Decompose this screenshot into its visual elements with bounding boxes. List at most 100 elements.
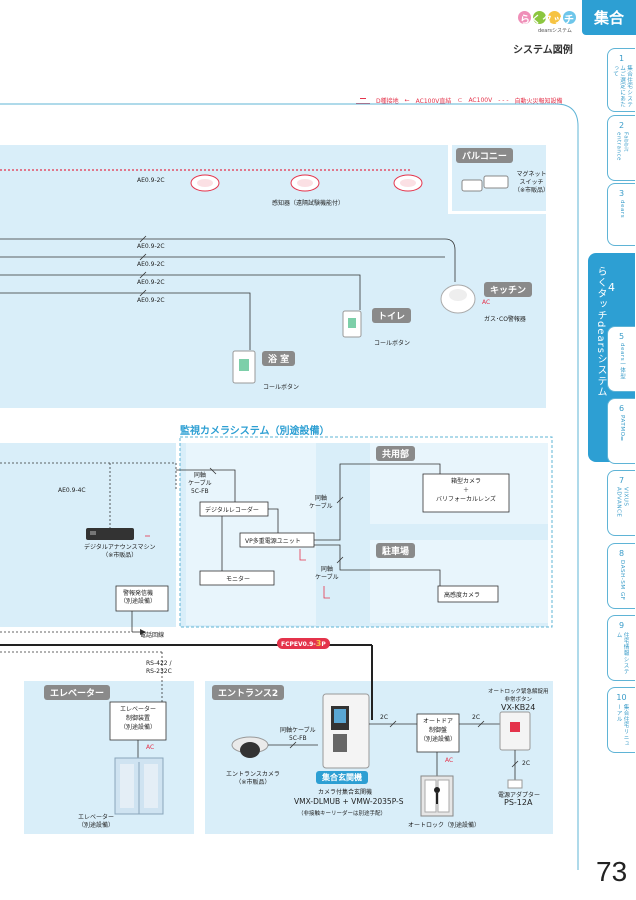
side-tab-3-label: dears bbox=[619, 200, 625, 219]
legend-ac-direct: AC100V直結 bbox=[415, 97, 452, 105]
zone-camera-system: 監視カメラシステム（別途設備） bbox=[180, 426, 330, 437]
category-tab[interactable]: 集合 bbox=[582, 0, 636, 35]
label-sensor: 感知器（遠隔試験機能付） bbox=[272, 200, 345, 207]
side-tab-4-label: らくタッチdearsシステム bbox=[595, 266, 606, 398]
label-2c-b: 2C bbox=[472, 714, 481, 721]
label-vx-model: VX-KB24 bbox=[501, 703, 536, 712]
side-tab-6-label: PATMOⅡ bbox=[619, 415, 625, 444]
side-tab-6-num: 6 bbox=[618, 404, 625, 413]
side-tab-2-label: Fabbit entrance bbox=[615, 132, 629, 161]
fcpev-unit: P bbox=[321, 641, 326, 648]
side-tab-5-label: dears一体型 bbox=[619, 343, 625, 380]
label-ae-3: AE0.9-2C bbox=[137, 279, 165, 286]
plug-icon: ⊂ bbox=[457, 96, 463, 104]
side-tab-10[interactable]: 10 集合住宅リニューアル bbox=[607, 687, 635, 753]
legend-fire-alarm: 自動火災報知設備 bbox=[514, 97, 563, 105]
label-power-adapter: 電源アダプター bbox=[498, 792, 541, 799]
side-tab-6[interactable]: 6 PATMOⅡ bbox=[607, 398, 635, 464]
label-autodoor-ctrl: オートドア 制御盤 （別途設備） bbox=[419, 718, 456, 743]
label-ae-2: AE0.9-2C bbox=[137, 261, 165, 268]
elevator-area bbox=[24, 681, 194, 834]
arrow-left-icon: ← bbox=[404, 96, 410, 104]
label-phone-line: 電話回線 bbox=[140, 632, 165, 639]
page-number: 73 bbox=[596, 856, 628, 887]
zone-common-area: 共用部 bbox=[376, 446, 416, 461]
side-tab-4-num: 4 bbox=[608, 281, 615, 294]
label-rs: RS-422 / RS-232C bbox=[146, 660, 172, 675]
label-coax-2: 同軸 ケーブル bbox=[315, 566, 339, 581]
label-alarm-device: 警報発信機 （別途設備） bbox=[120, 590, 157, 605]
camera-dashed-frame bbox=[179, 436, 553, 628]
side-tab-3[interactable]: 3 dears bbox=[607, 183, 635, 246]
side-tab-2[interactable]: 2 Fabbit entrance bbox=[607, 115, 635, 181]
entrance-unit-device bbox=[322, 693, 370, 769]
side-tab-2-num: 2 bbox=[618, 121, 625, 130]
label-vp-power: VP多重電源ユニット bbox=[245, 538, 301, 545]
dashed-line-icon: - - - bbox=[498, 96, 509, 104]
legend-ac: AC100V bbox=[468, 96, 493, 104]
side-tab-1-label: 集合住宅システムご選定にあたって bbox=[612, 65, 632, 108]
side-tab-10-label: 集合住宅リニューアル bbox=[615, 704, 629, 747]
side-tab-8-label: DASH-SM GF bbox=[619, 560, 625, 601]
side-tab-7-num: 7 bbox=[618, 476, 625, 485]
hd-camera-box bbox=[437, 585, 499, 603]
label-ae-1: AE0.9-2C bbox=[137, 243, 165, 250]
label-entrance-camera: エントランスカメラ （※市販品） bbox=[226, 771, 280, 786]
label-entrance-note: （非接触キーリーダーは別途手配） bbox=[298, 811, 387, 817]
label-elevator-cab: エレベーター （別途設備） bbox=[78, 814, 115, 829]
label-monitor: モニター bbox=[226, 576, 251, 583]
autodoor-ctrl-box bbox=[416, 713, 460, 753]
brand-logo: らくタッチ dearsシステム bbox=[518, 11, 580, 37]
zone-kitchen: キッチン bbox=[484, 282, 533, 297]
label-ae-4: AE0.9-2C bbox=[137, 297, 165, 304]
label-call-button-toilet: コールボタン bbox=[374, 340, 411, 347]
fcpev-main: FCPEV0.9- bbox=[281, 641, 316, 648]
label-magnet-switch: マグネット スイッチ （※市販品） bbox=[514, 171, 550, 194]
label-ae-4c: AE0.9-4C bbox=[58, 487, 86, 494]
label-entrance-model: VMX-DLMUB + VMW-2035P-S bbox=[294, 797, 404, 806]
side-tab-5-num: 5 bbox=[618, 332, 625, 341]
zone-toilet: トイレ bbox=[372, 308, 412, 323]
magnet-switch bbox=[461, 179, 483, 192]
entrance2-area bbox=[205, 681, 553, 834]
side-tab-9-num: 9 bbox=[618, 621, 625, 630]
alarm-device-box bbox=[115, 585, 169, 612]
side-tab-10-num: 10 bbox=[616, 693, 627, 702]
announcer-device bbox=[86, 528, 134, 540]
label-2c-a: 2C bbox=[380, 714, 389, 721]
label-digital-recorder: デジタルレコーダー bbox=[205, 507, 259, 514]
label-announcer: デジタルアナウンスマシン （※市販品） bbox=[84, 544, 156, 559]
label-ac-door: AC bbox=[445, 757, 454, 764]
label-coax-5cfb: 同軸ケーブル 5C-FB bbox=[280, 727, 316, 742]
monitor-box bbox=[199, 570, 275, 586]
side-tab-7[interactable]: 7 VIXUS ADVANCE bbox=[607, 470, 635, 536]
brand-sub-text: dearsシステム bbox=[538, 28, 572, 34]
side-tab-9[interactable]: 9 住宅情報システム bbox=[607, 615, 635, 681]
elevator-ctrl-box bbox=[109, 701, 167, 741]
legend-ground: D種接地 bbox=[376, 97, 399, 105]
zone-bath: 浴 室 bbox=[262, 351, 296, 366]
label-autolock-button: オートロック緊急解錠用 非常ボタン bbox=[488, 689, 549, 703]
label-elevator-ctrl: エレベーター 制御装置 （別途設備） bbox=[119, 706, 156, 731]
label-coax-top: 同軸 ケーブル 5C-FB bbox=[188, 472, 212, 495]
outer-frame bbox=[0, 103, 579, 870]
label-call-button-bath: コールボタン bbox=[263, 384, 300, 391]
entrance-unit-badge: 集合玄関機 bbox=[316, 771, 368, 784]
label-box-camera: 箱型カメラ ＋ バリフォーカルレンズ bbox=[436, 478, 496, 503]
side-tab-3-num: 3 bbox=[618, 189, 625, 198]
box-camera-box bbox=[422, 473, 510, 513]
label-hd-camera: 高感度カメラ bbox=[444, 592, 481, 599]
fcpev-num: 3 bbox=[315, 639, 322, 648]
brand-logo-text: らくタッチ bbox=[520, 15, 575, 26]
side-tab-8-num: 8 bbox=[618, 549, 625, 558]
zone-entrance2: エントランス2 bbox=[212, 685, 285, 700]
side-tab-1-num: 1 bbox=[618, 54, 625, 63]
zone-balcony: バルコニー bbox=[456, 148, 513, 163]
label-ps-model: PS-12A bbox=[504, 798, 533, 807]
side-tab-7-label: VIXUS ADVANCE bbox=[615, 487, 629, 518]
side-tab-1[interactable]: 1 集合住宅システムご選定にあたって bbox=[607, 48, 635, 112]
section-title: システム図例 bbox=[513, 45, 573, 56]
side-tab-8[interactable]: 8 DASH-SM GF bbox=[607, 543, 635, 609]
side-tab-5[interactable]: 5 dears一体型 bbox=[607, 326, 635, 392]
